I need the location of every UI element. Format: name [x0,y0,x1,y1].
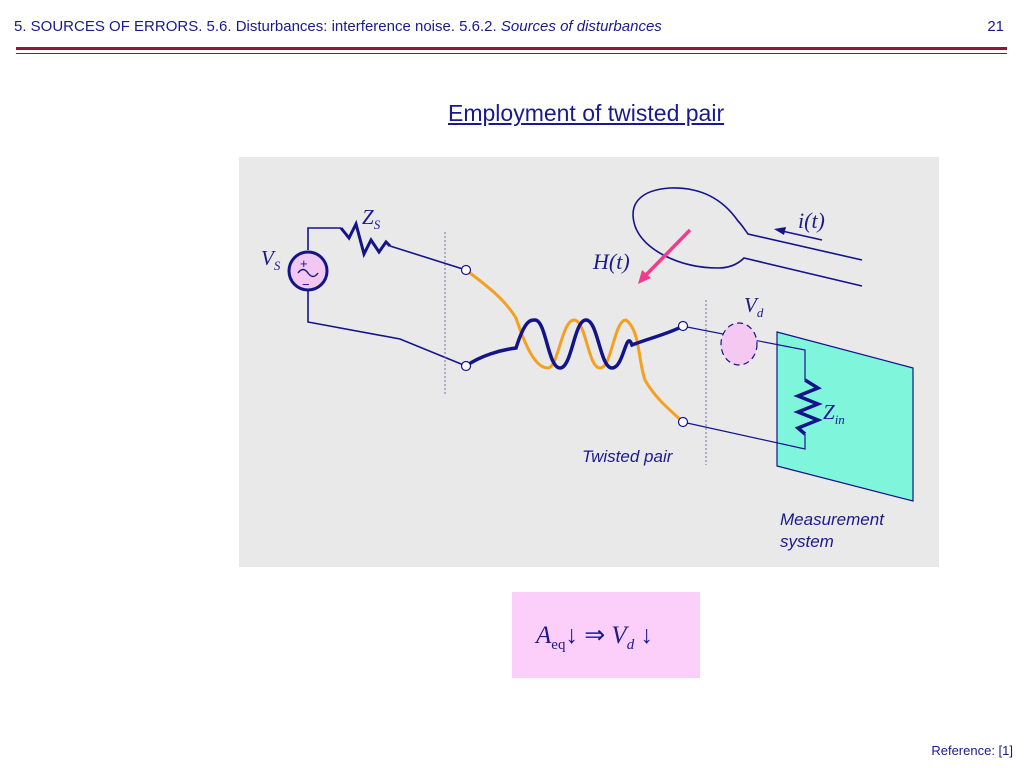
twisted-pair-label: Twisted pair [582,447,673,466]
minus-sign: − [302,277,310,292]
source-impedance-label: ZS [362,205,381,233]
formula-expression: Aeq↓ ⇒ Vd ↓ [536,622,653,653]
page-number: 21 [987,18,1004,35]
current-label: i(t) [798,208,825,233]
header-rule-thick [16,47,1007,50]
disturbance-voltage-ellipse [720,322,758,366]
voltage-source-icon [287,250,329,292]
input-impedance-label: Zin [823,400,845,428]
current-arrow-line [781,230,823,241]
twisted-pair-dark-wire [464,318,684,370]
measurement-label-line1: Measurement [780,510,884,529]
formula-box: Aeq↓ ⇒ Vd ↓ [512,592,700,678]
breadcrumb-italic: Sources of disturbances [500,18,662,35]
slide-title: Employment of twisted pair [448,100,725,126]
measurement-system-label: Measurement system [780,509,884,553]
input-impedance-resistor [793,378,823,436]
ac-sine-icon [297,268,319,278]
measurement-bottom-wire [686,422,806,450]
breadcrumb-text: 5. SOURCES OF ERRORS. 5.6. Disturbances:… [14,18,501,35]
terminal-left-top [460,264,472,276]
interference-loop [632,187,863,287]
disturbance-voltage-label: Vd [744,293,764,321]
source-voltage-label: VS [261,246,281,274]
field-arrow-head [638,270,651,284]
terminal-right-top [677,320,689,332]
terminal-left-bottom [460,360,472,372]
wire-to-left-top-terminal [389,245,467,271]
reference-link[interactable]: Reference: [1] [931,743,1013,758]
breadcrumb: 5. SOURCES OF ERRORS. 5.6. Disturbances:… [14,18,662,35]
current-arrow-head [774,227,786,235]
field-label: H(t) [593,249,630,274]
field-arrow-line [643,228,692,278]
source-top-wire [307,227,341,250]
plus-sign: + [300,256,308,271]
source-bottom-wire [307,290,467,367]
measurement-label-line2: system [780,532,834,551]
header-rule-thin [16,53,1007,54]
measurement-system-box [776,331,914,502]
twisted-pair-orange-wire [465,268,685,424]
terminal-right-bottom [677,416,689,428]
source-resistor [339,219,392,259]
